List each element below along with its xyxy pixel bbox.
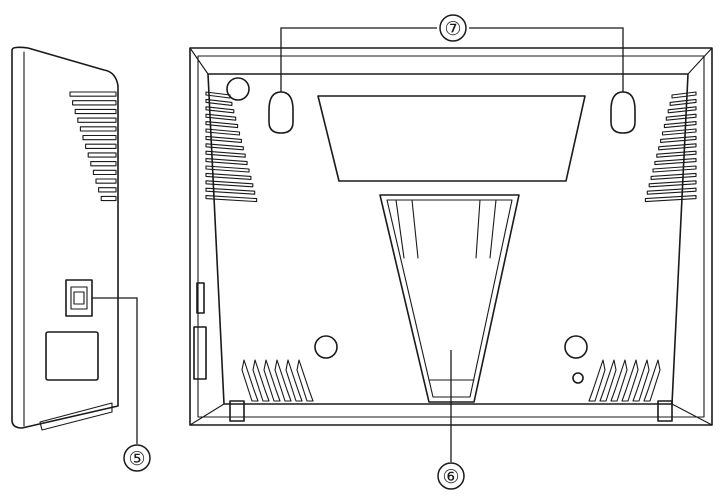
- side-vent-slot: [90, 161, 117, 167]
- back-vent-slot: [205, 195, 258, 203]
- back-vent-slot: [656, 150, 697, 158]
- side-vent-slot: [100, 195, 117, 202]
- back-small-hole: [572, 372, 584, 384]
- back-label-area: [317, 95, 586, 182]
- keyhole-mount-right: [610, 91, 636, 134]
- back-vents-bottom-left: [241, 359, 314, 402]
- back-vent-slot: [632, 359, 650, 402]
- usb-port-socket: [73, 291, 85, 305]
- callout-7-label: ⑦: [444, 18, 461, 40]
- back-vent-slot: [658, 143, 697, 151]
- back-vent-slot: [205, 150, 246, 158]
- back-vent-slot: [241, 359, 259, 402]
- side-slot-large: [193, 326, 207, 380]
- callout-6: ⑥: [437, 462, 465, 490]
- back-vent-slot: [646, 187, 697, 195]
- side-stand-edge: [39, 402, 113, 431]
- side-vent-slot: [98, 187, 117, 193]
- back-vent-slot: [205, 143, 244, 151]
- back-vent-slot: [661, 128, 697, 136]
- side-vent-slot: [79, 126, 117, 132]
- stand-inner-edge: [386, 199, 513, 398]
- callout-7-circle: [439, 14, 467, 42]
- back-vent-slot: [274, 359, 292, 402]
- back-inner-panel: [207, 73, 689, 405]
- back-vent-slot: [205, 121, 239, 129]
- back-vent-slot: [205, 180, 254, 188]
- callout-5: ⑤: [123, 444, 151, 472]
- back-foot-left: [229, 400, 245, 422]
- back-vent-slot: [205, 172, 252, 180]
- side-vent-slot: [85, 143, 117, 149]
- back-vent-slot: [205, 158, 248, 166]
- stand-outline: [379, 194, 520, 403]
- back-vents-left: [205, 91, 258, 203]
- side-vents: [69, 91, 117, 202]
- back-vent-slot: [663, 121, 697, 129]
- back-vent-slot: [671, 91, 697, 99]
- side-vent-slot: [74, 108, 117, 115]
- back-vent-slot: [652, 165, 697, 173]
- usb-port-icon: [70, 286, 88, 310]
- back-vent-slot: [648, 180, 697, 188]
- leader-line-7: [280, 27, 624, 92]
- back-vent-slot: [667, 106, 697, 114]
- side-view: [11, 46, 119, 431]
- back-vent-slot: [669, 98, 697, 106]
- back-screw-hole-top-left: [226, 77, 250, 101]
- back-vent-slot: [644, 195, 697, 203]
- callout-7: ⑦: [439, 14, 467, 42]
- back-vent-slot: [205, 91, 231, 99]
- back-vent-slot: [588, 359, 606, 402]
- back-vent-slot: [599, 359, 617, 402]
- back-vent-slot: [205, 165, 250, 173]
- back-vent-slot: [263, 359, 281, 402]
- back-bevel-lines: [189, 47, 713, 426]
- back-vent-slot: [252, 359, 270, 402]
- side-vent-slot: [92, 169, 117, 176]
- back-vent-slot: [205, 106, 235, 114]
- side-vent-slot: [69, 91, 117, 97]
- back-vent-slot: [654, 158, 697, 166]
- back-screw-hole-bottom-right: [564, 335, 588, 359]
- leader-line-5: [92, 297, 138, 444]
- back-vent-slot: [296, 359, 314, 402]
- back-vent-slot: [610, 359, 628, 402]
- side-vent-slot: [82, 134, 117, 141]
- side-body-outline: [11, 46, 119, 429]
- side-vent-slot: [95, 178, 117, 184]
- callout-5-circle: [123, 444, 151, 472]
- usb-port-housing: [65, 279, 93, 317]
- back-vent-slot: [205, 128, 241, 136]
- side-slot-small: [196, 282, 205, 314]
- back-vent-slot: [660, 135, 697, 143]
- stand-hinge-lines: [395, 199, 497, 259]
- back-vent-slot: [205, 135, 242, 143]
- leader-lines: [92, 27, 624, 462]
- back-vent-slot: [205, 187, 256, 195]
- back-vents-bottom-right: [588, 359, 661, 402]
- side-label-panel: [45, 331, 99, 381]
- back-view: [189, 47, 713, 426]
- callout-5-label: ⑤: [128, 448, 145, 470]
- back-vent-slot: [643, 359, 661, 402]
- back-vent-slot: [650, 172, 697, 180]
- back-vent-slot: [205, 98, 233, 106]
- side-vent-slot: [72, 100, 117, 106]
- back-vent-slot: [621, 359, 639, 402]
- back-screw-hole-bottom-left: [314, 335, 338, 359]
- back-vent-slot: [205, 113, 237, 121]
- side-vent-slot: [87, 152, 117, 158]
- callout-6-label: ⑥: [442, 466, 459, 488]
- side-vent-slot: [77, 117, 117, 123]
- callout-6-circle: [437, 462, 465, 490]
- back-foot-right: [657, 400, 673, 422]
- back-vent-slot: [665, 113, 697, 121]
- keyhole-mount-left: [268, 91, 294, 134]
- back-vent-slot: [285, 359, 303, 402]
- back-vents-right: [644, 91, 697, 203]
- back-frame-rim: [197, 55, 705, 418]
